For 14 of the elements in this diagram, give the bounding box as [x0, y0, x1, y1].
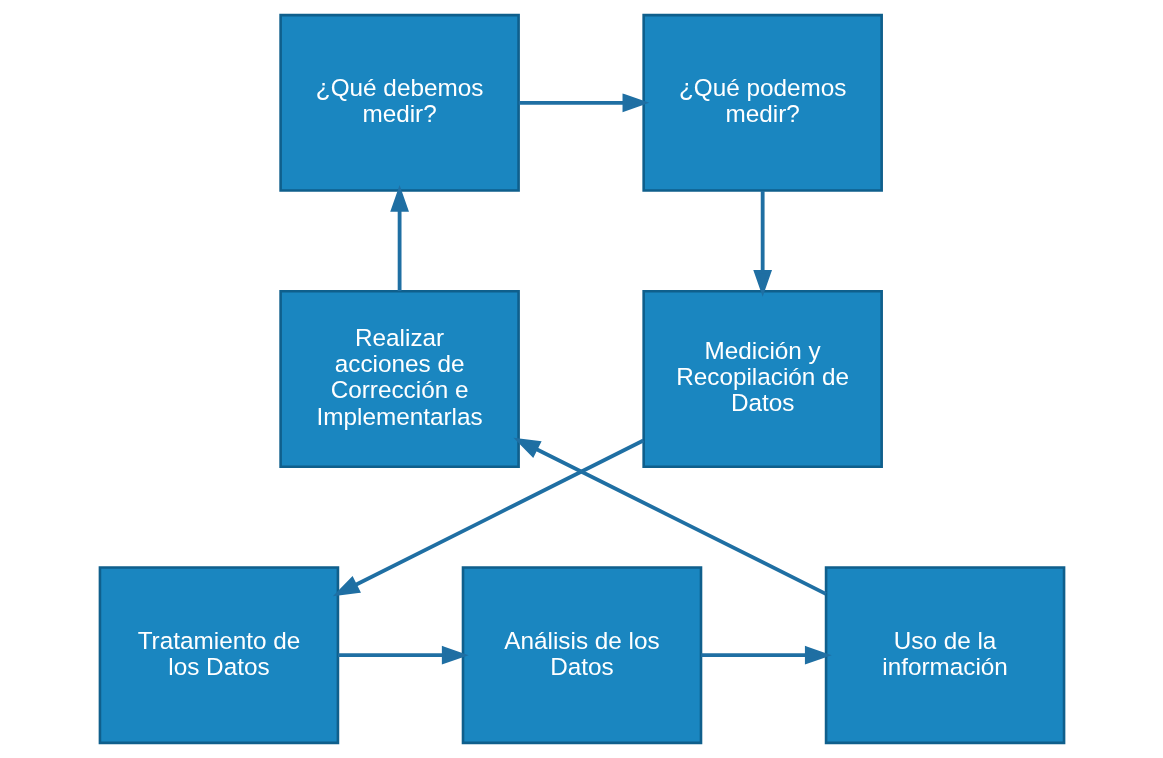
node-box: Uso de la información — [824, 566, 1065, 745]
arrow — [337, 645, 469, 665]
node-box: Medición y Recopilación de Datos — [641, 289, 883, 469]
arrow — [752, 190, 772, 297]
node-box: Análisis de los Datos — [461, 566, 702, 745]
arrow — [389, 185, 409, 292]
arrow — [332, 438, 644, 597]
node-box: ¿Qué podemos medir? — [641, 13, 883, 192]
arrow — [512, 437, 827, 596]
node-box: ¿Qué debemos medir? — [278, 13, 520, 192]
node-box: Tratamiento de los Datos — [98, 566, 339, 745]
arrow — [518, 93, 649, 113]
arrow — [700, 645, 832, 665]
node-box: Realizar acciones de Corrección e Implementarlas — [278, 289, 520, 469]
